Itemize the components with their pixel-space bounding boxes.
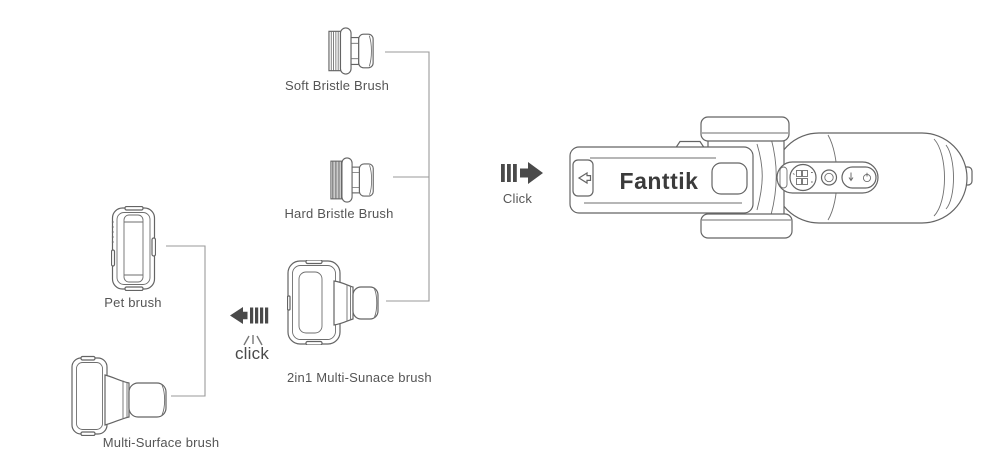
suction-icon [848,172,854,182]
2in1-multi-surface-brush-icon [287,260,379,345]
click-left-arrow-icon [230,307,269,324]
device-joint-top-tab [700,116,790,142]
detach-click-label: click [234,344,270,363]
attach-click-label: Click [502,191,533,206]
power-icon [862,172,872,183]
connector-bracket-right [385,51,430,302]
device-tube: Fanttik [569,140,754,214]
soft-bristle-brush-icon [328,27,374,75]
hard-bristle-brush-label: Hard Bristle Brush [284,206,394,221]
mode-button [820,169,838,186]
hard-bristle-brush-icon [330,157,374,203]
soft-bristle-brush-label: Soft Bristle Brush [284,78,390,93]
brand-logo: Fanttik [620,168,699,194]
multi-surface-brush-label: Multi-Surface brush [102,435,220,450]
pet-brush-label: Pet brush [104,295,162,310]
multi-surface-brush-icon [71,355,167,436]
connector-bracket-left [166,245,206,397]
release-arrow-icon [577,171,592,185]
power-switch [841,166,877,189]
click-spark-icon [243,335,263,346]
device-control-panel [776,161,879,194]
vacuum-device-illustration: Fanttik [569,116,973,239]
pet-brush-icon [111,206,156,291]
battery-display [789,163,817,192]
tube-latch [711,162,748,195]
click-right-arrow-icon [501,162,543,184]
device-joint-bottom-tab [700,213,793,239]
2in1-multi-surface-brush-label: 2in1 Multi-Sunace brush [287,370,432,385]
